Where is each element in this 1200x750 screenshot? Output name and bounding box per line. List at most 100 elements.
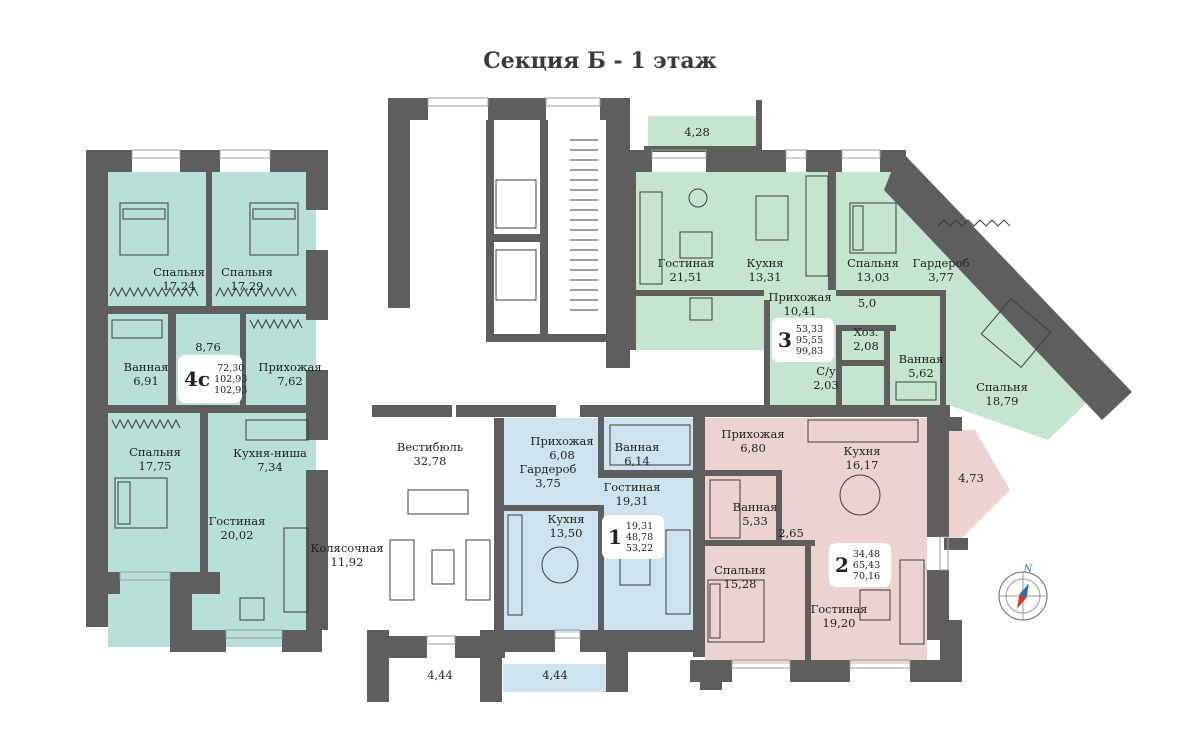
room-name: Спальня: [153, 265, 205, 279]
room-name: Прихожая: [258, 360, 322, 374]
room-area: 20,02: [220, 528, 254, 542]
room-name: Прихожая: [768, 290, 832, 304]
compass-icon: [998, 571, 1048, 621]
room-name: Кухня: [746, 256, 784, 270]
room-area: 13,50: [549, 526, 583, 540]
room-area: 5,33: [742, 514, 768, 528]
room-area: 19,31: [615, 494, 649, 508]
room-area: 2,03: [813, 378, 839, 392]
room-area: 32,78: [413, 454, 447, 468]
room-area: 16,17: [845, 458, 879, 472]
balcony-top: 4,28: [684, 125, 710, 139]
room-name: Спальня: [714, 563, 766, 577]
room-area: 10,41: [783, 304, 817, 318]
apartment-3-fill: [634, 172, 1102, 440]
room-area: 15,28: [723, 577, 757, 591]
terrace-left: 4,44: [427, 668, 453, 682]
apartment-number: 1: [608, 525, 622, 549]
room-name: Ванная: [732, 500, 778, 514]
room-area: 5,0: [857, 296, 877, 310]
room-name: Гостиная: [603, 480, 661, 494]
walls: [86, 98, 1132, 702]
room-name: Гардероб: [912, 256, 970, 270]
room-area: 7,34: [257, 460, 283, 474]
room-name: Гостиная: [810, 602, 868, 616]
room-area: 2,65: [778, 526, 804, 540]
room-area: 6,80: [740, 441, 766, 455]
room-area: 3,75: [535, 476, 561, 490]
room-area: 13,03: [856, 270, 890, 284]
room-name: Гардероб: [519, 462, 577, 476]
room-name: Ванная: [614, 440, 660, 454]
balcony-right: 4,73: [958, 471, 984, 485]
room-area: 21,51: [669, 270, 703, 284]
room-name: Прихожая: [530, 434, 594, 448]
room-area: 18,79: [985, 394, 1019, 408]
room-area: 7,62: [277, 374, 303, 388]
room-name: Спальня: [976, 380, 1028, 394]
room-corridor-a3: 5,0: [858, 296, 876, 310]
apartment-number: 2: [835, 553, 849, 577]
room-area: 4,44: [542, 668, 568, 682]
terrace-mid: 4,44: [542, 668, 568, 682]
room-name: Спальня: [129, 445, 181, 459]
room-area: 4,44: [427, 668, 453, 682]
room-name: Хоз.: [853, 325, 879, 339]
room-area: 17,75: [138, 459, 172, 473]
room-area: 4,73: [958, 471, 984, 485]
room-corridor-a2: 2,65: [778, 526, 804, 540]
room-area: 17,24: [162, 279, 196, 293]
room-name: Спальня: [847, 256, 899, 270]
room-name: Спальня: [221, 265, 273, 279]
room-name: Кухня-ниша: [233, 446, 307, 460]
room-name: Гостиная: [657, 256, 715, 270]
room-area: 6,08: [549, 448, 575, 462]
room-name: Вестибюль: [396, 440, 464, 454]
room-area: 11,92: [330, 555, 364, 569]
windows: [119, 97, 949, 669]
room-corridor-a4c: 8,76: [195, 340, 221, 354]
room-name: Ванная: [898, 352, 944, 366]
room-name: Кухня: [843, 444, 881, 458]
room-area: 3,77: [928, 270, 954, 284]
room-area: 6,91: [133, 374, 159, 388]
room-name: Ванная: [123, 360, 169, 374]
apartment-number: 3: [778, 328, 792, 352]
apartment-number: 4с: [184, 367, 211, 391]
page-title: Секция Б - 1 этаж: [483, 48, 717, 74]
room-area: 4,28: [684, 125, 710, 139]
room-name: Кухня: [547, 512, 585, 526]
